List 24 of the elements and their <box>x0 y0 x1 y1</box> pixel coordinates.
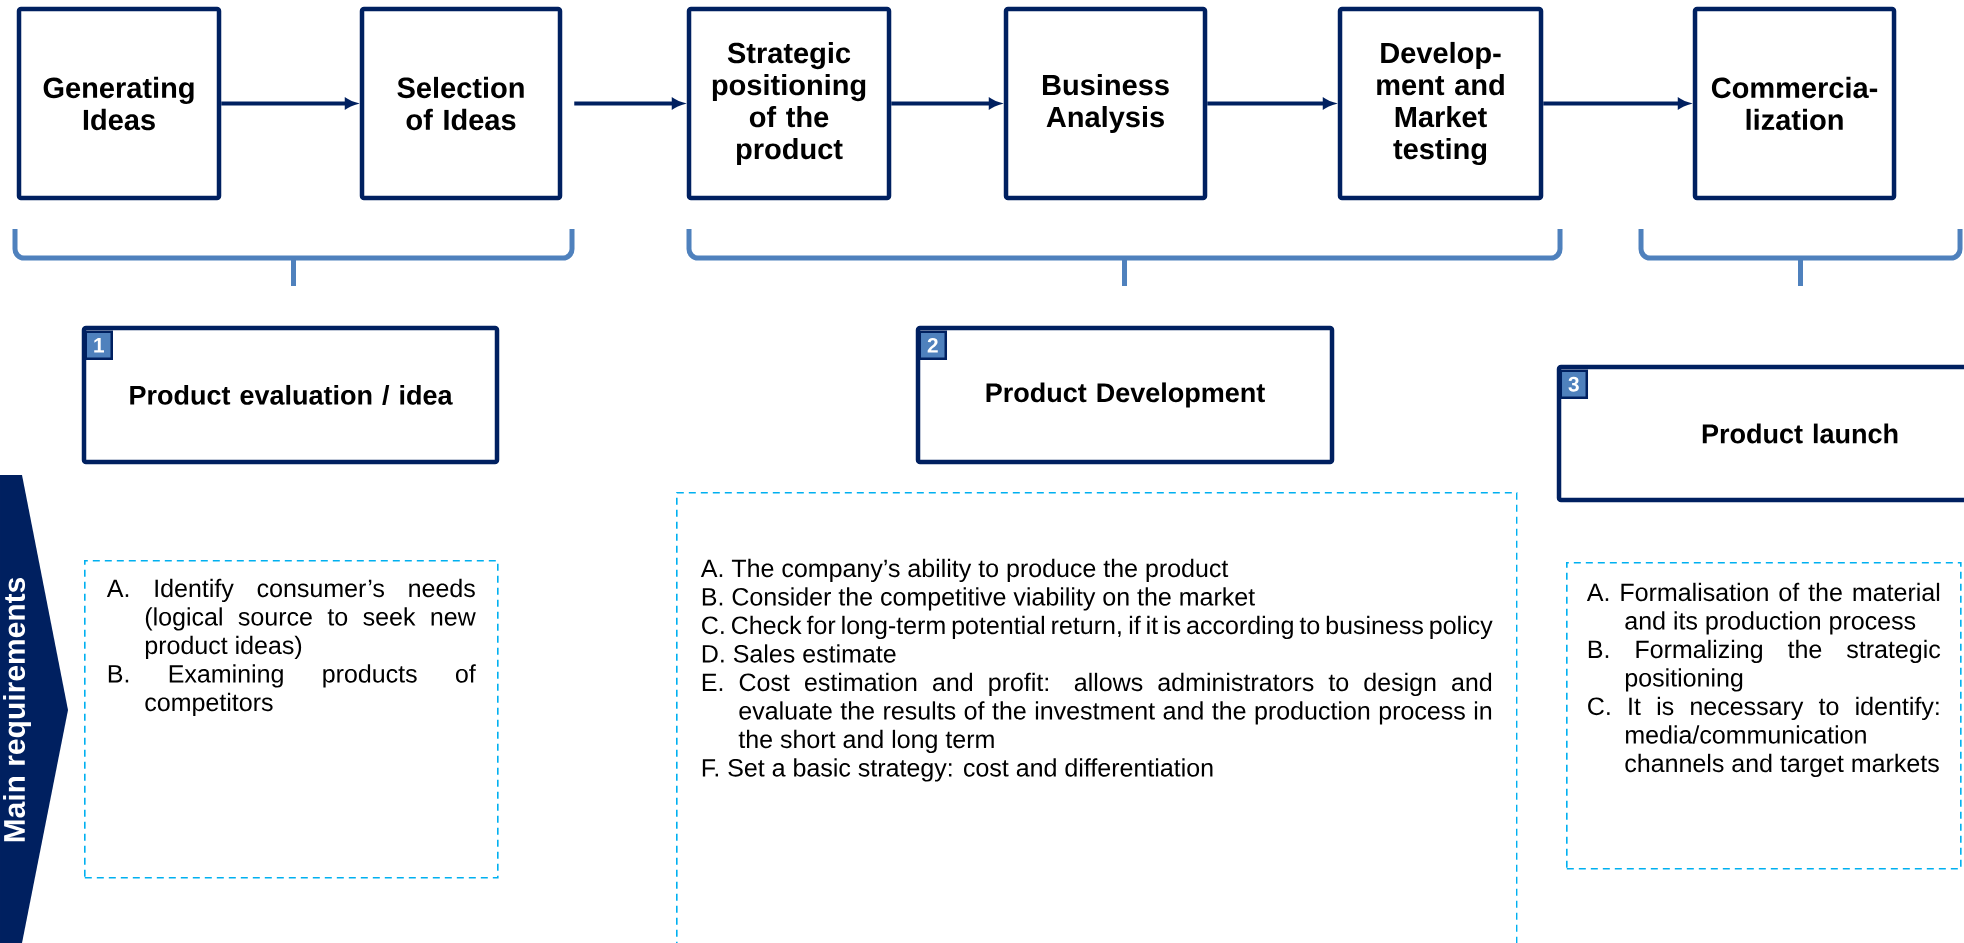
list-item: C. Check for long-term potential return, if it is according to business policy <box>702 615 1493 640</box>
number-badge: 2 <box>918 330 947 360</box>
list-item: B. Formalizing the strategic positioning <box>1588 639 1941 692</box>
list-item: E. Cost estimation and profit: allows administrators to design and evaluate the results of the investment and the production process in the short and long term <box>702 672 1492 754</box>
requirements-box <box>1566 562 1962 870</box>
step-box: Develop- ment and Market testing <box>1337 6 1544 201</box>
list-item: B. Consider the competitive viability on the market <box>702 587 1255 611</box>
step-box: Selection of Ideas <box>359 6 563 201</box>
list-item: A. The company’s ability to produce the product <box>700 558 1229 583</box>
list-item: C. It is necessary to identify: media/communication channels and target markets <box>1588 696 1939 778</box>
list-item: F. Set a basic strategy: cost and differentiation <box>702 758 1213 782</box>
step-box: Strategic positioning of the product <box>686 6 892 201</box>
list-item: D. Sales estimate <box>702 644 896 663</box>
step-box: Generating Ideas <box>16 6 222 201</box>
step-box: Commercia- lization <box>1692 6 1897 201</box>
number-badge: 3 <box>1559 369 1588 399</box>
requirements-box <box>676 492 1518 943</box>
list-item: B. Examining products of competitors <box>108 664 476 717</box>
number-badge: 1 <box>84 330 113 360</box>
list-item: A. Identify consumer’s needs (logical source to seek new product ideas) <box>106 578 476 660</box>
requirements-box <box>84 560 499 879</box>
step-box: Business Analysis <box>1003 6 1208 201</box>
list-item: A. Formalisation of the material and its production process <box>1586 582 1940 635</box>
chevron-banner: Main requirements <box>0 475 68 943</box>
